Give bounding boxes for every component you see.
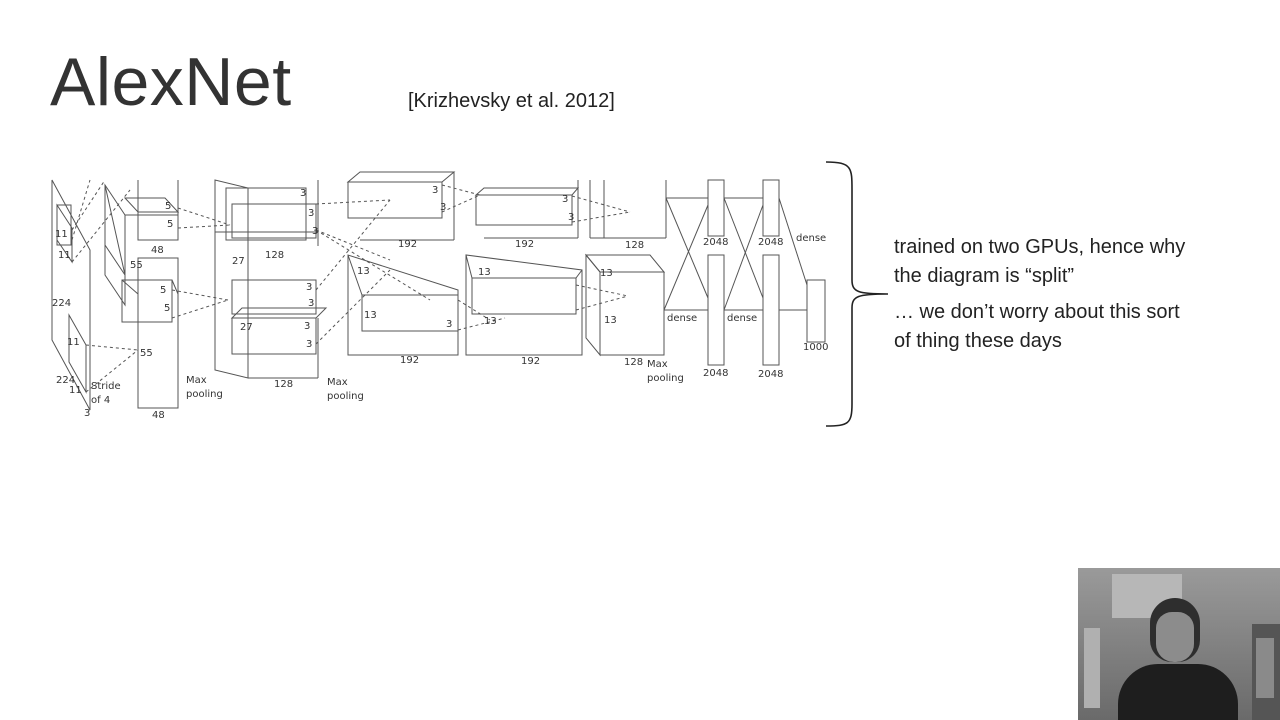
label-kernel-5: 5 (160, 285, 166, 296)
label-kernel-3: 3 (308, 208, 314, 219)
label-conv1-size: 55 (140, 348, 153, 359)
label-fc1: 2048 (703, 237, 728, 248)
label-kernel-3: 3 (300, 188, 306, 199)
label-conv4-size: 13 (484, 316, 497, 327)
note-two-gpus: trained on two GPUs, hence why the diagr… (894, 233, 1194, 291)
label-input-size-bottom: 224 (56, 375, 75, 386)
label-conv2-size: 27 (232, 256, 245, 267)
label-output: 1000 (803, 342, 828, 353)
alexnet-diagram: 11 11 224 11 11 224 Stride of 4 3 5 5 48… (0, 150, 900, 440)
label-kernel-5: 5 (165, 201, 171, 212)
label-conv3-size: 13 (357, 266, 370, 277)
citation: [Krizhevsky et al. 2012] (408, 90, 615, 113)
label-maxpool2: Max (327, 377, 348, 388)
label-dense: dense (796, 233, 826, 244)
label-conv4-size: 13 (478, 267, 491, 278)
label-kernel-3: 3 (568, 212, 574, 223)
label-conv5-size: 13 (600, 268, 613, 279)
label-stride-of: of 4 (91, 395, 110, 406)
label-kernel-3: 3 (312, 226, 318, 237)
background-shelf-detail (1256, 638, 1274, 698)
label-conv2-depth: 128 (274, 379, 293, 390)
label-dense: dense (667, 313, 697, 324)
label-conv1-depth: 48 (151, 245, 164, 256)
presenter-face (1156, 612, 1194, 662)
label-kernel-3: 3 (440, 202, 446, 213)
label-conv5-depth: 128 (624, 357, 643, 368)
label-kernel-5: 5 (167, 219, 173, 230)
label-input-depth: 3 (84, 408, 90, 419)
label-kernel-3: 3 (306, 339, 312, 350)
slide-title: AlexNet (50, 48, 292, 116)
webcam-video (1078, 568, 1280, 720)
label-kernel-3: 3 (562, 194, 568, 205)
label-kernel-5: 5 (164, 303, 170, 314)
label-conv2-size: 27 (240, 322, 253, 333)
label-conv1-size: 55 (130, 260, 143, 271)
label-fc2: 2048 (758, 369, 783, 380)
label-conv3-size: 13 (364, 310, 377, 321)
label-conv3-depth: 192 (400, 355, 419, 366)
label-kernel-11: 11 (69, 385, 82, 396)
label-kernel-11: 11 (58, 250, 71, 261)
label-conv1-depth: 48 (152, 410, 165, 421)
label-maxpool3: Max (647, 359, 668, 370)
label-fc2: 2048 (758, 237, 783, 248)
label-conv4-depth: 192 (515, 239, 534, 250)
presenter-body (1118, 664, 1238, 720)
label-conv2-depth: 128 (265, 250, 284, 261)
label-input-size: 224 (52, 298, 71, 309)
label-maxpool1: pooling (186, 389, 223, 400)
label-kernel-3: 3 (306, 282, 312, 293)
label-maxpool1: Max (186, 375, 207, 386)
label-maxpool3: pooling (647, 373, 684, 384)
label-stride: Stride (91, 381, 121, 392)
label-kernel-3: 3 (308, 298, 314, 309)
label-kernel-11: 11 (67, 337, 80, 348)
label-maxpool2: pooling (327, 391, 364, 402)
label-conv3-depth: 192 (398, 239, 417, 250)
label-kernel-11: 11 (55, 229, 68, 240)
label-kernel-3: 3 (446, 319, 452, 330)
label-conv4-depth: 192 (521, 356, 540, 367)
label-conv5-depth: 128 (625, 240, 644, 251)
label-kernel-3: 3 (304, 321, 310, 332)
background-lamp (1084, 628, 1100, 708)
label-dense: dense (727, 313, 757, 324)
label-conv5-size: 13 (604, 315, 617, 326)
label-fc1: 2048 (703, 368, 728, 379)
label-kernel-3: 3 (432, 185, 438, 196)
note-dont-worry: … we don’t worry about this sort of thin… (894, 298, 1194, 356)
